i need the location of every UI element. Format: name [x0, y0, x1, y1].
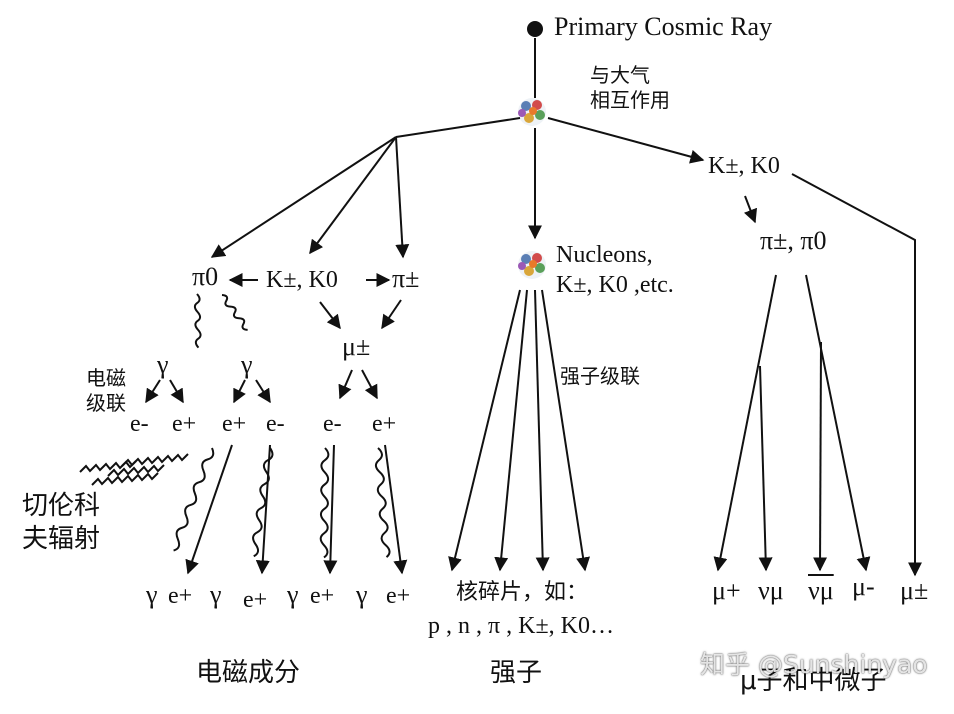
mu-plus-label: μ+ — [712, 576, 741, 605]
arrow-to-pipm-mid — [395, 136, 410, 259]
kaon-mid-label: K±, K0 — [266, 267, 338, 293]
e-plus-3-label: e+ — [372, 411, 397, 437]
arrow-to-numubar — [813, 341, 828, 572]
arrow-e-bottom-4 — [384, 444, 408, 575]
arrow-kaon-to-mu-right — [791, 173, 922, 577]
mupm-mid-label: μ± — [342, 332, 371, 361]
arrow-to-numu — [758, 365, 773, 572]
watermark: 知乎 @Sunshinyao — [700, 650, 928, 679]
arrow-e-bottom-2 — [255, 444, 271, 575]
arrow-pipm-to-mu — [381, 299, 402, 330]
fragments-list-label: p , n , π , K±, K0… — [428, 613, 614, 639]
arrow-kaon-to-pion-right — [743, 195, 758, 224]
pi0-gamma-wave-right — [221, 294, 248, 331]
e-minus-1-label: e- — [130, 411, 149, 437]
cherenkov-label: 切伦科 夫辐射 — [22, 491, 101, 554]
bottom-e-3-label: e+ — [310, 583, 335, 609]
mu-minus-label: μ- — [852, 572, 875, 601]
interaction-label: 与大气 相互作用 — [590, 63, 670, 112]
kaon-right-label: K±, K0 — [708, 153, 780, 179]
gamma-a-label: γ — [157, 350, 169, 379]
arrow-pion-to-muminus — [805, 274, 871, 572]
bottom-gamma-3-label: γ — [287, 580, 299, 609]
section-muon-label: μ子和中微子 — [740, 666, 887, 696]
pi0-label: π0 — [192, 262, 219, 291]
section-em-label: 电磁成分 — [196, 658, 301, 688]
bottom-e-2-label: e+ — [243, 587, 268, 613]
arrow-to-kaon-mid — [309, 136, 397, 255]
arrow-mu-to-eplus — [361, 369, 378, 400]
nu-mu-bar-label: νμ — [808, 576, 834, 605]
gamma-wave-1 — [173, 447, 215, 552]
hadron-cascade-label: 强子级联 — [560, 364, 640, 388]
bottom-e-1-label: e+ — [168, 583, 193, 609]
arrow-gamma-b-eminus — [255, 379, 271, 404]
arrow-e-bottom-3 — [323, 444, 338, 575]
primary-cosmic-ray-label: Primary Cosmic Ray — [554, 12, 773, 41]
arrow-gamma-a-eminus — [145, 379, 161, 404]
arrow-gamma-a-eplus — [169, 379, 184, 404]
e-minus-2-label: e- — [266, 411, 285, 437]
arrow-pion-to-muplus — [713, 274, 777, 572]
gamma-wave-2 — [252, 447, 274, 558]
mu-pm-right-label: μ± — [900, 576, 929, 605]
gamma-wave-4 — [374, 447, 391, 558]
bottom-gamma-4-label: γ — [356, 580, 368, 609]
arrow-hadron-4 — [541, 289, 591, 572]
arrow-hadron-1 — [448, 289, 521, 572]
arrow-to-pi0 — [210, 136, 397, 258]
branch-left-main — [395, 117, 521, 138]
pi0-gamma-wave-left — [193, 293, 202, 349]
primary-dot-icon — [527, 21, 543, 37]
pion-right-label: π±, π0 — [760, 226, 827, 255]
arrow-kaon-to-mu — [319, 301, 341, 330]
fragments-label: 核碎片，如： — [456, 580, 589, 605]
e-plus-2-label: e+ — [222, 411, 247, 437]
gamma-wave-3 — [319, 447, 330, 559]
em-cascade-label: 电磁 级联 — [86, 366, 126, 415]
nucleus-cluster-icon — [518, 251, 546, 279]
arrow-gamma-b-eplus — [233, 379, 246, 404]
arrow-hadron-3 — [534, 289, 550, 572]
nucleons-label: Nucleons, K±, K0 ,etc. — [556, 242, 674, 298]
e-plus-1-label: e+ — [172, 411, 197, 437]
bottom-gamma-2-label: γ — [210, 580, 222, 609]
cherenkov-waves — [79, 453, 189, 486]
gamma-b-label: γ — [241, 350, 253, 379]
pipm-mid-label: π± — [392, 264, 420, 293]
e-minus-3-label: e- — [323, 411, 342, 437]
arrow-mu-to-eminus — [338, 369, 353, 400]
arrow-e-bottom-1 — [185, 444, 233, 575]
bottom-gamma-1-label: γ — [146, 580, 158, 609]
arrow-hadron-2 — [494, 289, 528, 572]
section-hadron-label: 强子 — [490, 658, 543, 688]
collision-nucleus-icon — [518, 98, 546, 126]
bottom-e-4-label: e+ — [386, 583, 411, 609]
nu-mu-label: νμ — [758, 576, 784, 605]
arrow-to-kaon-right — [547, 117, 705, 164]
